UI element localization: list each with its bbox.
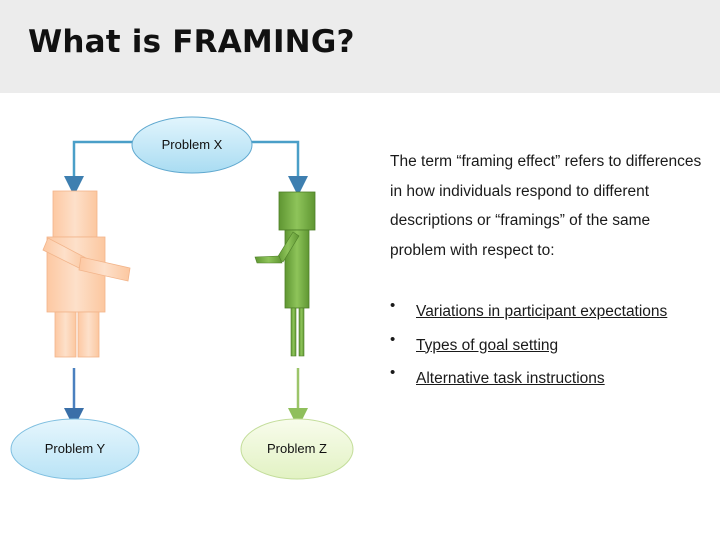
bullet-text[interactable]: Alternative task instructions (416, 370, 605, 387)
bullet-item: • Variations in participant expectations (390, 297, 710, 327)
problem-y-label: Problem Y (44, 441, 106, 456)
problem-z-label: Problem Z (267, 441, 327, 456)
bullet-item: • Alternative task instructions (390, 364, 710, 394)
connector-left (64, 140, 140, 196)
bullet-text[interactable]: Types of goal setting (416, 336, 559, 354)
bullet-text[interactable]: Variations in participant expectations (416, 303, 668, 320)
description-text: The term “framing effect” refers to diff… (390, 153, 702, 259)
problem-y-ellipse (10, 418, 140, 480)
slide-title: What is FRAMING? (28, 24, 355, 60)
bullet-icon: • (390, 364, 396, 381)
right-figure (254, 191, 316, 357)
bullet-icon: • (390, 330, 396, 348)
connector-right (244, 140, 308, 196)
problem-z-ellipse (240, 418, 354, 480)
bullet-item: • Types of goal setting (390, 331, 710, 361)
left-figure (42, 190, 131, 358)
problem-x-ellipse (131, 116, 253, 174)
bullet-list: • Variations in participant expectations… (390, 297, 710, 394)
bullet-icon: • (390, 297, 396, 314)
title-bar: What is FRAMING? (0, 0, 720, 93)
problem-x-label: Problem X (161, 137, 223, 152)
